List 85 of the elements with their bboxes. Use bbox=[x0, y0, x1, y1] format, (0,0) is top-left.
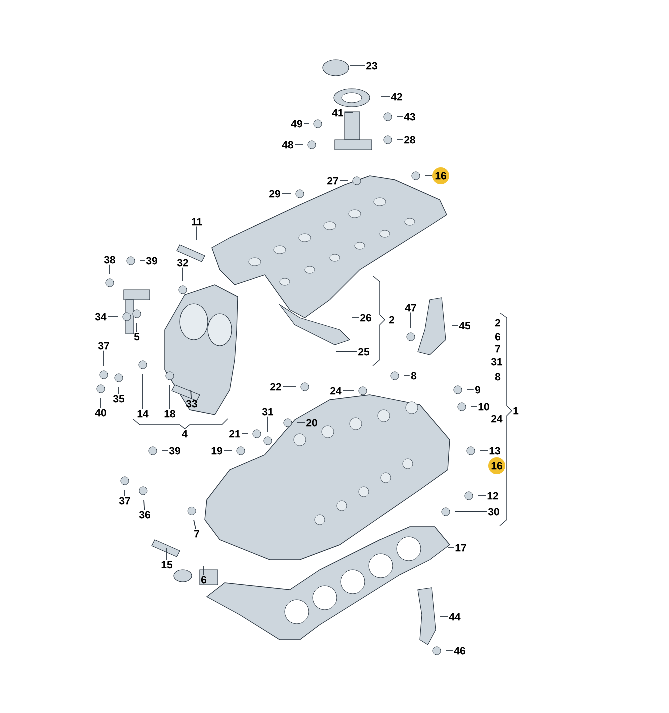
callout-number: 48 bbox=[282, 141, 294, 149]
callout-number: 28 bbox=[404, 136, 416, 144]
callout-number: 35 bbox=[113, 395, 125, 403]
callout-number: 25 bbox=[358, 348, 370, 356]
highlighted-callout-number: 16 bbox=[432, 168, 450, 184]
leader-line bbox=[140, 260, 146, 262]
highlighted-callout-number: 16 bbox=[488, 458, 506, 474]
leader-line bbox=[470, 406, 478, 408]
callout-number: 20 bbox=[306, 419, 318, 427]
callout-number: 37 bbox=[119, 497, 130, 505]
callout-number: 47 bbox=[405, 304, 416, 312]
callout-number: 14 bbox=[138, 410, 149, 418]
callout-number: 6 bbox=[201, 576, 207, 584]
leader-line bbox=[224, 450, 232, 452]
callout-number: 32 bbox=[177, 259, 188, 267]
callout-number: 33 bbox=[186, 400, 198, 408]
callout-number: 39 bbox=[169, 447, 180, 455]
leader-line bbox=[296, 422, 306, 424]
leader-line bbox=[294, 144, 304, 146]
callout-number: 18 bbox=[164, 410, 176, 418]
callout-number: 29 bbox=[270, 190, 280, 198]
callout-number: 31 bbox=[262, 408, 274, 416]
callout-number: 44 bbox=[449, 613, 461, 621]
callout-number: 36 bbox=[139, 511, 150, 519]
callout-number: 8 bbox=[411, 372, 417, 380]
leader-line bbox=[410, 312, 412, 328]
leader-line bbox=[340, 180, 348, 182]
callout-number: 40 bbox=[95, 409, 106, 417]
callout-number: 41 bbox=[332, 109, 344, 117]
callout-number: 7 bbox=[496, 345, 500, 353]
callout-number: 43 bbox=[404, 113, 416, 121]
callout-number: 38 bbox=[104, 256, 116, 264]
callout-number: 27 bbox=[328, 177, 338, 185]
callout-number: 37 bbox=[98, 342, 110, 350]
leader-line bbox=[144, 500, 146, 511]
leader-line bbox=[380, 96, 390, 98]
callout-number: 42 bbox=[391, 93, 402, 101]
leader-line bbox=[344, 112, 354, 114]
callout-number: 11 bbox=[192, 218, 202, 226]
callout-number: 13 bbox=[490, 447, 500, 455]
callout-number: 45 bbox=[459, 322, 470, 330]
callout-number: 22 bbox=[270, 383, 282, 391]
callout-number: 39 bbox=[146, 257, 158, 265]
callout-number: 2 bbox=[495, 319, 500, 327]
leader-line bbox=[282, 386, 296, 388]
leader-line bbox=[136, 322, 138, 333]
callout-number: 17 bbox=[456, 544, 466, 552]
leader-line bbox=[118, 386, 120, 395]
callout-number: 15 bbox=[162, 561, 172, 569]
leader-line bbox=[108, 316, 118, 318]
leader-line bbox=[142, 374, 144, 410]
callout-number: 46 bbox=[454, 647, 466, 655]
callout-number: 26 bbox=[360, 314, 372, 322]
callout-number: 19 bbox=[212, 447, 222, 455]
callout-number: 23 bbox=[366, 62, 378, 70]
callout-number: 30 bbox=[488, 508, 500, 516]
callout-number: 34 bbox=[95, 313, 107, 321]
leader-line bbox=[194, 520, 196, 530]
leader-line bbox=[480, 450, 488, 452]
leader-line bbox=[162, 450, 168, 452]
callout-number: 24 bbox=[492, 415, 503, 423]
callout-number: 10 bbox=[478, 403, 490, 411]
leader-line bbox=[342, 390, 354, 392]
callout-number: 4 bbox=[182, 430, 188, 438]
callout-number: 24 bbox=[330, 387, 342, 395]
callout-number: 21 bbox=[230, 430, 240, 438]
callout-number: 31 bbox=[491, 358, 502, 366]
callout-number: 5 bbox=[134, 333, 140, 341]
leader-line bbox=[166, 548, 168, 561]
callout-number: 7 bbox=[194, 530, 200, 538]
callout-number: 12 bbox=[488, 492, 498, 500]
callout-number: 9 bbox=[475, 386, 480, 394]
callout-number: 8 bbox=[495, 373, 501, 381]
callout-number: 2 bbox=[389, 316, 394, 324]
callout-number: 6 bbox=[495, 333, 501, 341]
leader-line bbox=[182, 267, 184, 282]
leader-line bbox=[446, 650, 454, 652]
leader-line bbox=[124, 490, 126, 497]
leader-line bbox=[440, 616, 448, 618]
leader-line bbox=[190, 390, 192, 400]
callout-number: 1 bbox=[514, 407, 519, 415]
leader-line bbox=[100, 398, 102, 409]
leader-line bbox=[196, 226, 198, 240]
callout-number: 49 bbox=[291, 120, 302, 128]
leader-line bbox=[396, 116, 404, 118]
